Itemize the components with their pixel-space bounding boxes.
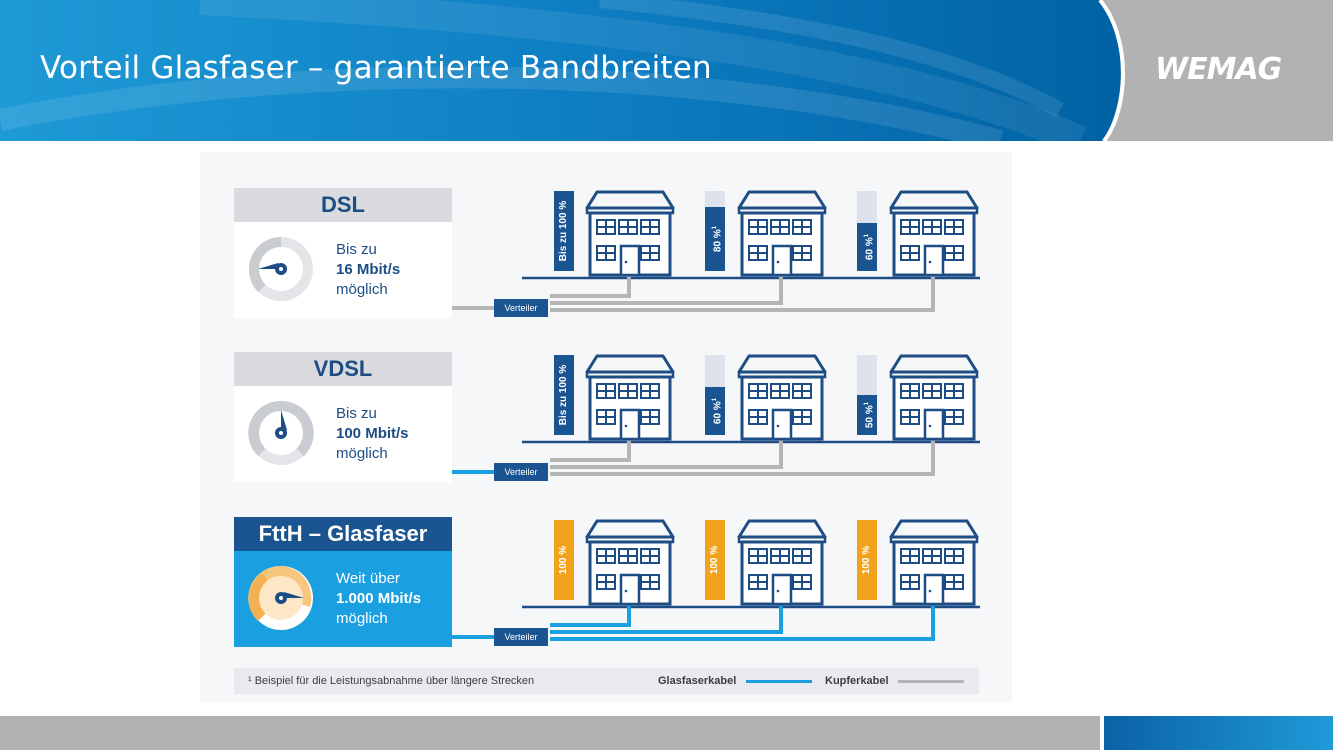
footer-accent (1104, 716, 1333, 750)
legend-fiber-label: Glasfaserkabel (658, 675, 737, 687)
bandwidth-bar: 100 % (554, 520, 574, 600)
header-banner: Vorteil Glasfaser – garantierte Bandbrei… (0, 0, 1333, 141)
speed-line3: möglich (336, 281, 388, 298)
bandwidth-label: 60 %1 (864, 233, 876, 261)
bandwidth-label: 60 %1 (712, 397, 724, 425)
legend-fiber-line (746, 680, 812, 683)
distributor-box: Verteiler (494, 299, 548, 317)
legend-copper-line (898, 680, 964, 683)
bandwidth-label: Bis zu 100 % (558, 364, 569, 426)
header-background (0, 0, 1333, 141)
bandwidth-bar-fill (705, 387, 725, 435)
speed-card: Bis zu 100 Mbit/s möglich (234, 386, 452, 482)
bandwidth-bar: 60 %1 (705, 355, 725, 435)
bandwidth-label: 100 % (558, 545, 569, 575)
speed-card: Bis zu 16 Mbit/s möglich (234, 222, 452, 318)
bandwidth-bar: Bis zu 100 % (554, 191, 574, 271)
bandwidth-label: 100 % (861, 545, 872, 575)
speed-line1: Bis zu (336, 241, 377, 258)
page-title: Vorteil Glasfaser – garantierte Bandbrei… (40, 50, 712, 86)
legend: ¹ Beispiel für die Leistungsabnahme über… (234, 668, 979, 694)
speed-value: 16 Mbit/s (336, 261, 401, 278)
house-icon (585, 190, 675, 277)
bandwidth-bar-fill (857, 223, 877, 271)
house-icon (889, 519, 979, 606)
row-dsl: DSL Bis zu 16 Mbit/s möglich (200, 188, 1012, 348)
wemag-logo: WEMAG (1155, 52, 1282, 87)
cable-network (452, 276, 980, 312)
cable-network (452, 605, 980, 641)
bandwidth-bar-fill (857, 395, 877, 435)
bandwidth-label: Bis zu 100 % (558, 200, 569, 262)
row-heading: FttH – Glasfaser (234, 517, 452, 551)
speed-value: 1.000 Mbit/s (336, 590, 422, 607)
house-icon (737, 519, 827, 606)
distributor-box: Verteiler (494, 628, 548, 646)
speed-text: Weit über 1.000 Mbit/s möglich (336, 569, 421, 629)
cable-network (452, 440, 980, 476)
speed-line1: Bis zu (336, 405, 377, 422)
speedometer-icon (248, 565, 313, 630)
distributor-box: Verteiler (494, 463, 548, 481)
bandwidth-bar: 100 % (857, 520, 877, 600)
house-icon (585, 354, 675, 441)
bandwidth-bar: Bis zu 100 % (554, 355, 574, 435)
bandwidth-bar: 60 %1 (857, 191, 877, 271)
bandwidth-label: 50 %1 (864, 401, 876, 429)
footer-bar (0, 716, 1100, 750)
house-icon (737, 354, 827, 441)
row-heading: VDSL (234, 352, 452, 386)
bandwidth-bar: 50 %1 (857, 355, 877, 435)
house-icon (737, 190, 827, 277)
bandwidth-label: 80 %1 (712, 225, 724, 253)
bandwidth-bar-fill (857, 520, 877, 600)
speed-value: 100 Mbit/s (336, 425, 409, 442)
bandwidth-bar: 80 %1 (705, 191, 725, 271)
bandwidth-bar-fill (554, 191, 574, 271)
speed-line1: Weit über (336, 570, 400, 587)
speed-text: Bis zu 16 Mbit/s möglich (336, 240, 400, 300)
bandwidth-bar-fill (554, 520, 574, 600)
row-ftth: FttH – Glasfaser Weit über 1.000 Mbit/s … (200, 517, 1012, 677)
row-vdsl: VDSL Bis zu 100 Mbit/s möglich (200, 352, 1012, 512)
speed-card: Weit über 1.000 Mbit/s möglich (234, 551, 452, 647)
bandwidth-infographic: DSL Bis zu 16 Mbit/s möglich VDSL (200, 152, 1012, 702)
speed-line3: möglich (336, 610, 388, 627)
bandwidth-bar-fill (705, 520, 725, 600)
speed-line3: möglich (336, 445, 388, 462)
legend-copper-label: Kupferkabel (825, 675, 889, 687)
house-icon (889, 354, 979, 441)
bandwidth-bar-fill (554, 355, 574, 435)
house-icon (585, 519, 675, 606)
footnote-text: ¹ Beispiel für die Leistungsabnahme über… (248, 675, 535, 687)
speedometer-icon (248, 237, 313, 301)
bandwidth-bar-fill (705, 207, 725, 271)
bandwidth-bar: 100 % (705, 520, 725, 600)
bandwidth-label: 100 % (709, 545, 720, 575)
speed-text: Bis zu 100 Mbit/s möglich (336, 404, 409, 464)
house-icon (889, 190, 979, 277)
speedometer-icon (248, 400, 314, 465)
row-heading: DSL (234, 188, 452, 222)
